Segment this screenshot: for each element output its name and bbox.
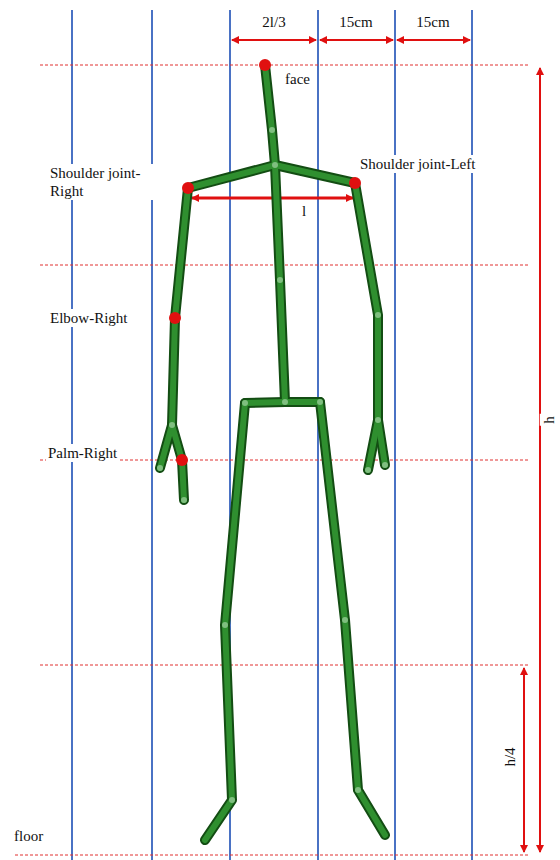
point-label: Shoulder joint-Right (48, 164, 156, 200)
grid-lines (72, 10, 472, 860)
dimension-label: l (300, 202, 308, 220)
point-label: face (283, 70, 312, 88)
point-label: Shoulder joint-Left (358, 155, 477, 173)
joint-dots (157, 127, 388, 803)
skeleton (160, 65, 385, 840)
marker-dots (169, 59, 361, 466)
point-label: Elbow-Right (48, 309, 130, 327)
point-label: Palm-Right (46, 444, 119, 462)
dimension-label: 15cm (414, 13, 451, 31)
dimension-label: 15cm (337, 13, 374, 31)
level-lines (15, 65, 530, 855)
dimension-label: h (540, 414, 558, 426)
point-label: floor (12, 827, 45, 845)
dimension-arrows (192, 40, 540, 852)
dimension-label: 2l/3 (260, 13, 287, 31)
dimension-label: h/4 (501, 745, 519, 768)
